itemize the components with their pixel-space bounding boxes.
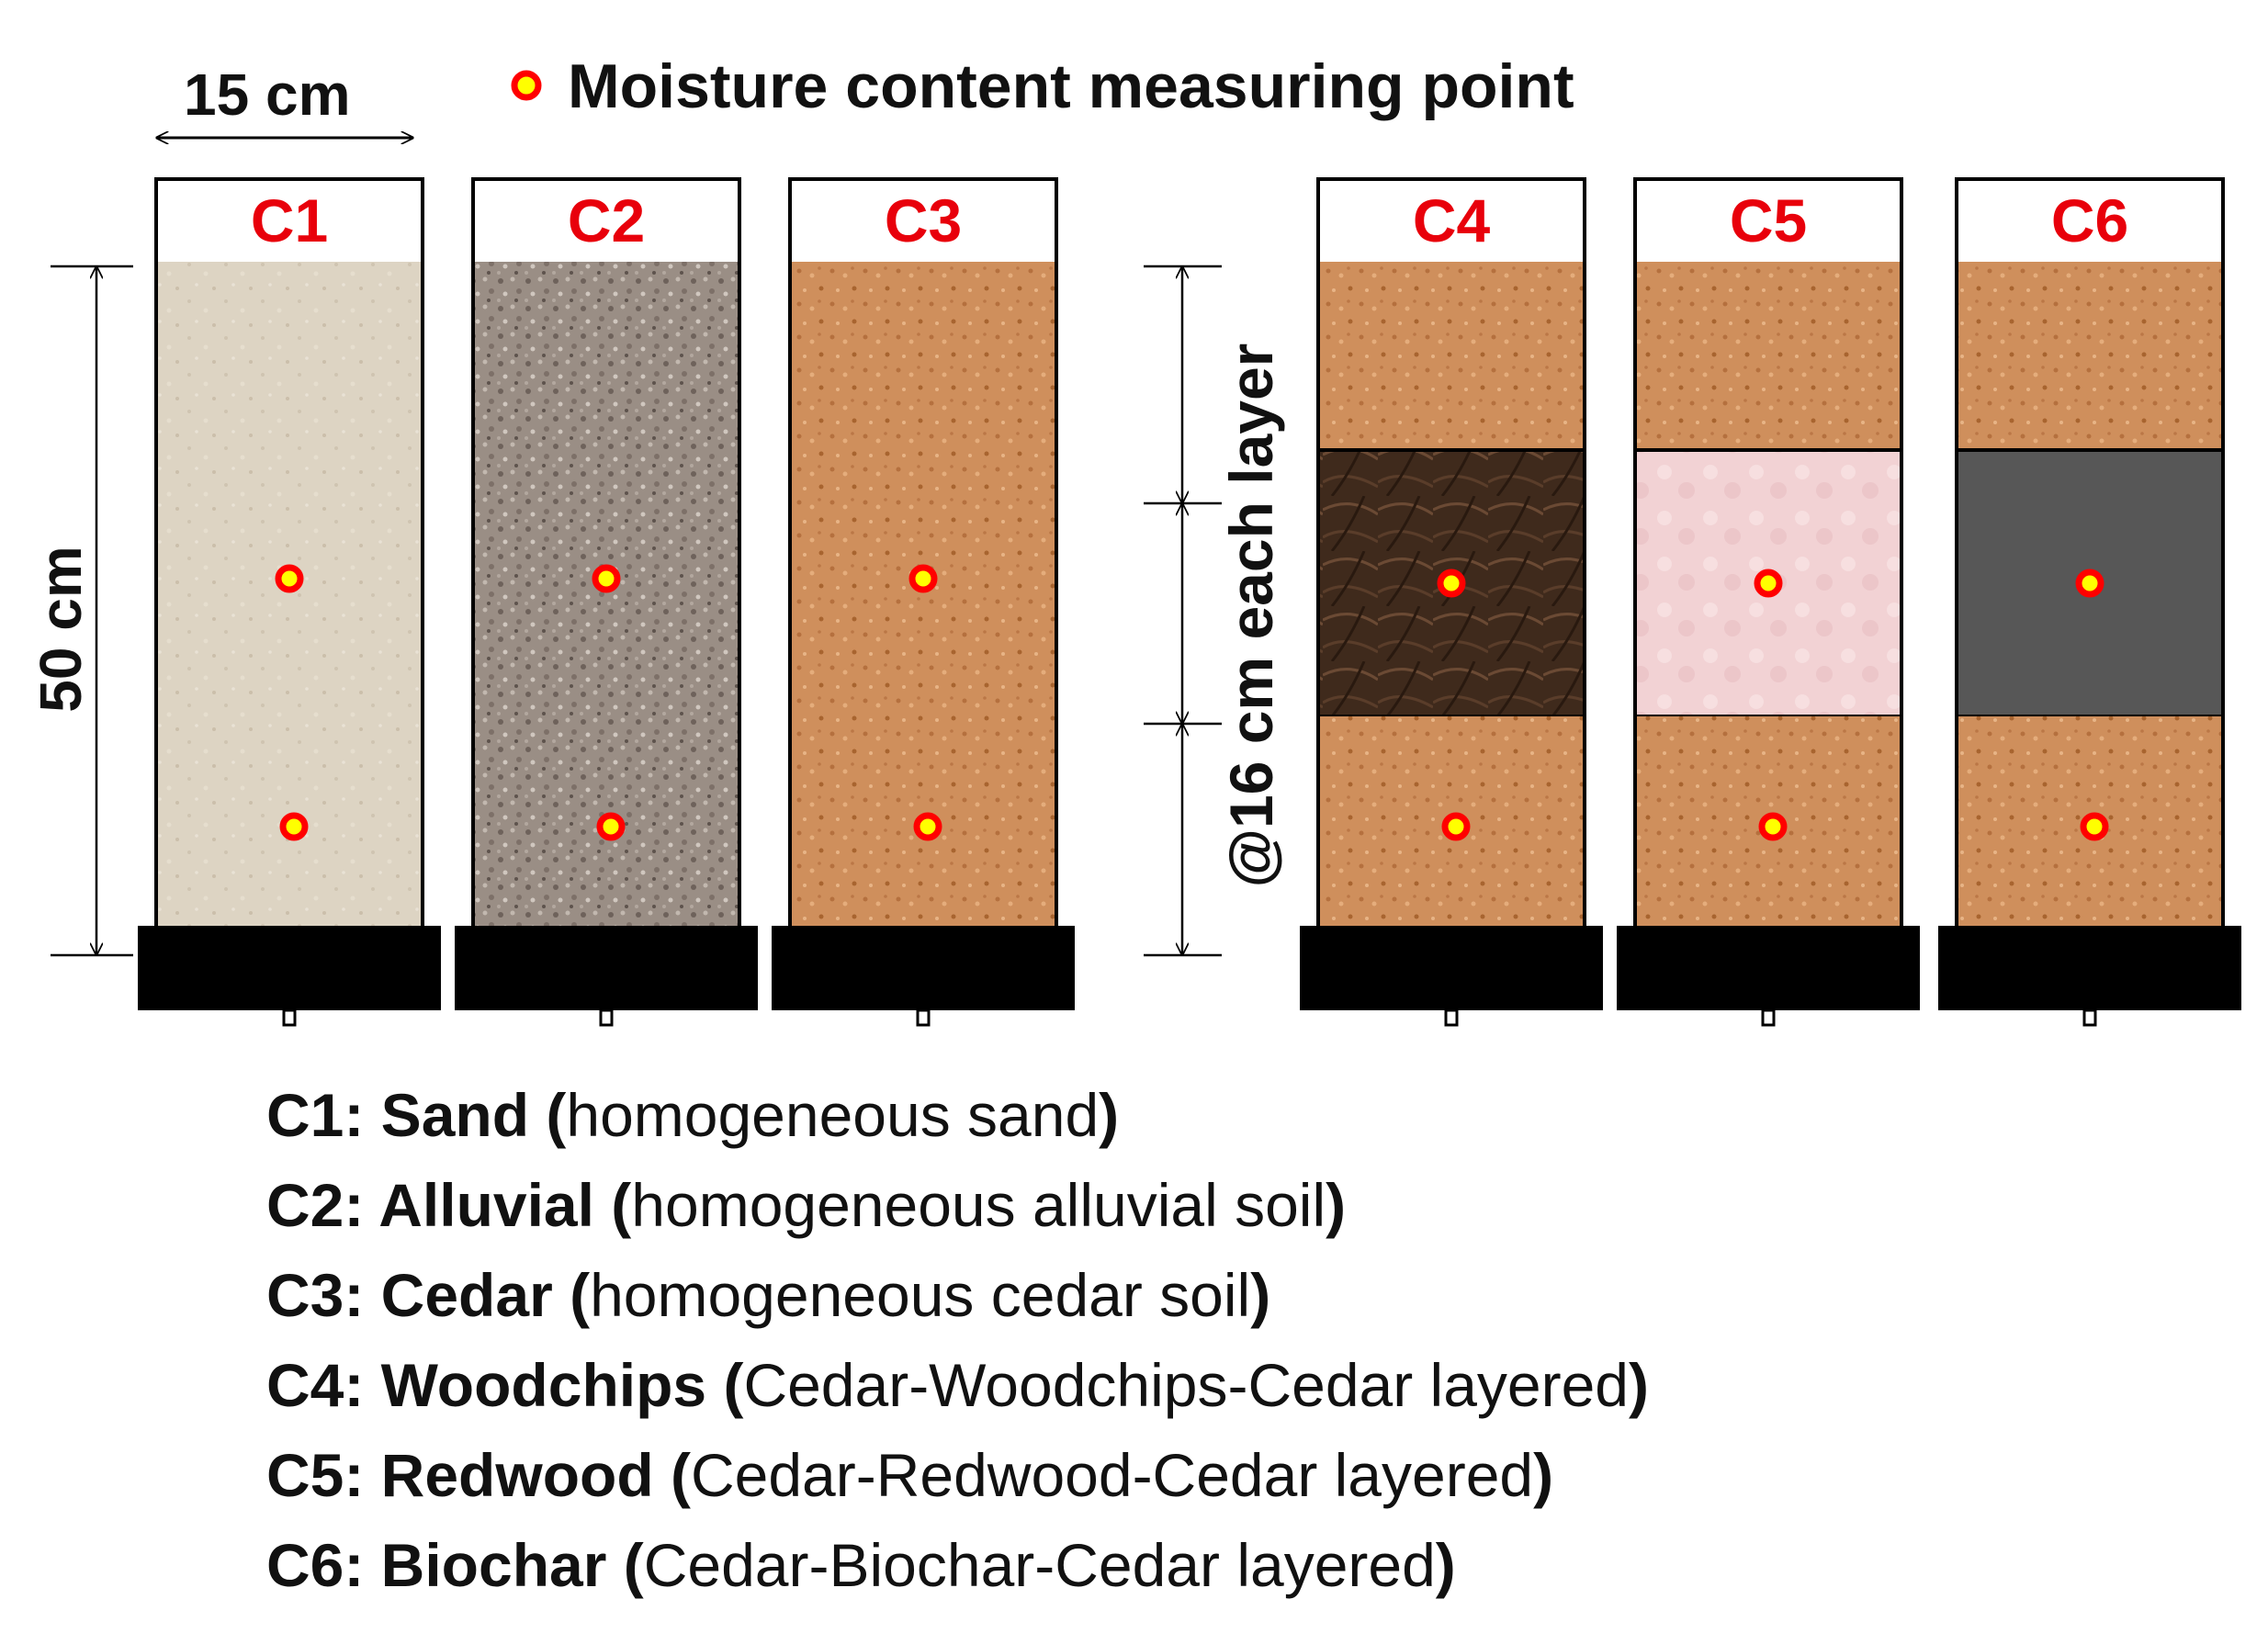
c5-label: C5 bbox=[1730, 186, 1807, 254]
c6-measuring-point-2 bbox=[2080, 812, 2109, 841]
legend-row: C1: Sand (homogeneous sand) bbox=[266, 1070, 2012, 1160]
c1-label: C1 bbox=[251, 186, 328, 254]
legend-description: Cedar-Woodchips-Cedar layered bbox=[743, 1351, 1630, 1419]
marker-legend-label: Moisture content measuring point bbox=[568, 51, 1574, 121]
legend-description: homogeneous cedar soil bbox=[590, 1261, 1251, 1329]
c3-base-block bbox=[772, 926, 1075, 1010]
marker-legend-icon bbox=[511, 70, 542, 101]
legend-close-paren: ) bbox=[1250, 1261, 1271, 1329]
c1-measuring-point-2 bbox=[279, 812, 309, 841]
height-dimension-label: 50 cm bbox=[28, 546, 94, 712]
c3-drain-outlet bbox=[916, 1008, 931, 1027]
c4-measuring-point-2 bbox=[1441, 812, 1471, 841]
legend-close-paren: ) bbox=[1533, 1441, 1554, 1509]
c6-label: C6 bbox=[2051, 186, 2128, 254]
c4-label: C4 bbox=[1413, 186, 1491, 254]
c4-measuring-point-1 bbox=[1437, 569, 1466, 598]
legend-description: Cedar-Biochar-Cedar layered bbox=[643, 1531, 1436, 1599]
c2-label: C2 bbox=[568, 186, 645, 254]
c6-measuring-point-1 bbox=[2075, 569, 2104, 598]
legend-close-paren: ) bbox=[1435, 1531, 1456, 1599]
legend-code-name: C5: Redwood ( bbox=[266, 1441, 691, 1509]
c1-base-block bbox=[138, 926, 441, 1010]
column-legend: C1: Sand (homogeneous sand)C2: Alluvial … bbox=[266, 1070, 2012, 1610]
c5-drain-outlet bbox=[1761, 1008, 1776, 1027]
legend-row: C6: Biochar (Cedar-Biochar-Cedar layered… bbox=[266, 1520, 2012, 1610]
legend-code-name: C6: Biochar ( bbox=[266, 1531, 644, 1599]
legend-description: homogeneous alluvial soil bbox=[631, 1171, 1326, 1239]
c5-measuring-point-2 bbox=[1758, 812, 1788, 841]
c3-measuring-point-1 bbox=[908, 564, 938, 593]
legend-code-name: C4: Woodchips ( bbox=[266, 1351, 744, 1419]
legend-row: C4: Woodchips (Cedar-Woodchips-Cedar lay… bbox=[266, 1340, 2012, 1430]
c1-drain-outlet bbox=[282, 1008, 297, 1027]
legend-code-name: C2: Alluvial ( bbox=[266, 1171, 632, 1239]
c2-measuring-point-1 bbox=[592, 564, 621, 593]
c4-base-block bbox=[1300, 926, 1603, 1010]
legend-row: C2: Alluvial (homogeneous alluvial soil) bbox=[266, 1160, 2012, 1250]
legend-close-paren: ) bbox=[1326, 1171, 1347, 1239]
c1-measuring-point-1 bbox=[275, 564, 304, 593]
layer-dimension-label: @16 cm each layer bbox=[1217, 343, 1285, 888]
legend-row: C3: Cedar (homogeneous cedar soil) bbox=[266, 1250, 2012, 1340]
c6-base-block bbox=[1938, 926, 2241, 1010]
c2-drain-outlet bbox=[599, 1008, 614, 1027]
width-dimension-label: 15 cm bbox=[184, 62, 350, 128]
c5-measuring-point-1 bbox=[1754, 569, 1783, 598]
legend-close-paren: ) bbox=[1629, 1351, 1649, 1419]
c3-label: C3 bbox=[885, 186, 962, 254]
legend-close-paren: ) bbox=[1099, 1081, 1120, 1149]
c6-layer-middle-biochar bbox=[1955, 448, 2225, 718]
legend-description: homogeneous sand bbox=[566, 1081, 1100, 1149]
columns-group: C1 C2 C3 C4 C5 C6 bbox=[138, 177, 2241, 1027]
c5-base-block bbox=[1617, 926, 1920, 1010]
c3-measuring-point-2 bbox=[913, 812, 942, 841]
c6-drain-outlet bbox=[2082, 1008, 2097, 1027]
c5-layer-top-cedar bbox=[1637, 262, 1900, 450]
legend-code-name: C1: Sand ( bbox=[266, 1081, 567, 1149]
legend-description: Cedar-Redwood-Cedar layered bbox=[690, 1441, 1534, 1509]
c2-measuring-point-2 bbox=[596, 812, 626, 841]
c4-layer-top-cedar bbox=[1320, 262, 1583, 450]
c4-drain-outlet bbox=[1444, 1008, 1459, 1027]
legend-row: C5: Redwood (Cedar-Redwood-Cedar layered… bbox=[266, 1430, 2012, 1520]
c6-layer-top-cedar bbox=[1958, 262, 2221, 450]
legend-code-name: C3: Cedar ( bbox=[266, 1261, 591, 1329]
c2-base-block bbox=[455, 926, 758, 1010]
